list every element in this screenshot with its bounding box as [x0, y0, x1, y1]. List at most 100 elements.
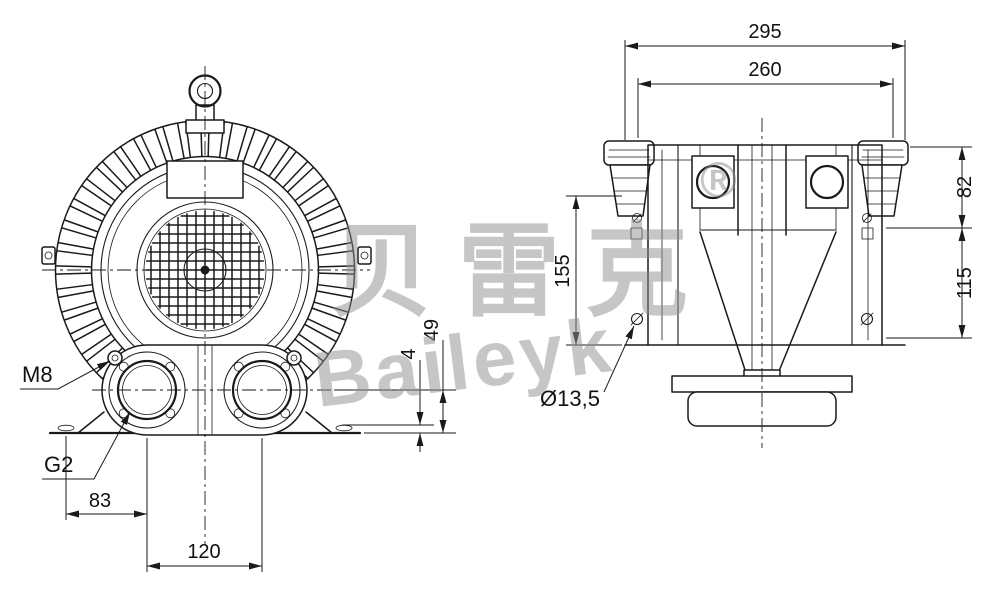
port-pocket-right [805, 155, 849, 209]
fin-line [242, 128, 256, 164]
foot-slot-right [335, 424, 353, 432]
dim-120-text: 120 [187, 541, 220, 563]
fin-line [282, 160, 309, 188]
watermark-registered-mark: ® [700, 152, 737, 208]
front-view-dimensions: M8 G2 83 120 4 49 [20, 319, 456, 572]
muffler-cap-left-top [603, 140, 655, 166]
screw-slot-line [862, 213, 872, 223]
fin-line [316, 241, 353, 250]
fin-line [268, 146, 290, 177]
fin-line [113, 151, 137, 181]
fin-line [273, 151, 297, 181]
fin-line [154, 128, 168, 164]
g2-label: G2 [44, 452, 73, 477]
fin-line [316, 290, 353, 299]
fin-line [298, 333, 329, 355]
port-opening-right [809, 164, 845, 200]
fin-line [313, 301, 349, 313]
fin-line [57, 290, 94, 299]
foot-hole-slash [630, 312, 644, 326]
fin-line [120, 146, 142, 177]
fin-line [57, 241, 94, 250]
fin-line [176, 122, 185, 159]
m8-leader-line [20, 360, 111, 390]
muffler-cap-left-body [609, 164, 651, 217]
m8-boss-left [107, 350, 123, 366]
fin-line [101, 160, 128, 188]
fin-line [317, 283, 354, 290]
fin-line [73, 323, 106, 343]
dim-49-text: 49 [421, 319, 443, 341]
port-thread-circle [231, 359, 293, 421]
fin-line [56, 250, 93, 257]
fin-line [287, 166, 315, 193]
fin-line [61, 227, 97, 239]
dim-4-text: 4 [398, 348, 420, 359]
fin-line [313, 227, 349, 239]
funnel-right-edge [776, 231, 837, 377]
dim-260-text: 260 [748, 59, 781, 81]
fin-line [311, 219, 347, 233]
fin-line [55, 272, 92, 275]
fin-line [318, 265, 355, 268]
fin-line [225, 122, 234, 159]
watermark-chinese-text: 贝雷克 [330, 215, 714, 329]
screw-head [862, 213, 872, 223]
dim-83-text: 83 [89, 490, 111, 512]
port-bolt-hole [118, 361, 129, 372]
dim-155-text: 155 [552, 254, 574, 287]
dim-115-text: 115 [954, 267, 976, 299]
dim-295-text: 295 [748, 21, 781, 43]
foot-hole-right [860, 312, 874, 326]
fin-line [294, 338, 324, 362]
fin-line [81, 185, 112, 207]
side-tab-right-hole [360, 251, 369, 260]
port-opening-left [695, 164, 731, 200]
fin-line [294, 178, 324, 202]
fin-line [63, 219, 99, 233]
fin-line [86, 178, 116, 202]
fin-line [304, 197, 337, 217]
fin-line [258, 138, 278, 171]
port-bolt-hole [165, 408, 176, 419]
port-bolt-hole [165, 361, 176, 372]
screw-head [632, 213, 642, 223]
fin-line [55, 265, 92, 268]
m8-label: M8 [22, 362, 53, 387]
fin-line [307, 318, 341, 335]
port-bolt-hole [233, 361, 244, 372]
hole-diameter-label: Ø13,5 [540, 386, 600, 411]
fin-line [236, 126, 248, 162]
fin-line [253, 134, 270, 168]
fin-line [132, 138, 152, 171]
port-bolt-hole [280, 408, 291, 419]
fin-line [311, 307, 347, 321]
front-view [41, 66, 372, 545]
fin-line [56, 283, 93, 290]
fin-line [95, 166, 123, 193]
funnel-left-edge [699, 231, 748, 377]
fin-line [86, 338, 116, 362]
blower-body-outline [647, 144, 883, 346]
fin-line [69, 318, 103, 335]
port-bolt-hole [280, 361, 291, 372]
screw-plate [861, 227, 874, 240]
hole-diameter-leader [603, 325, 635, 393]
fin-line [307, 205, 341, 222]
fin-line [63, 307, 99, 321]
fin-line [317, 250, 354, 257]
screw-plate [630, 227, 643, 240]
fin-line [69, 205, 103, 222]
fin-line [318, 272, 355, 275]
side-tab-left [41, 246, 56, 265]
foot-slot-left [57, 424, 75, 432]
side-tab-right [357, 246, 372, 265]
fin-line [162, 126, 174, 162]
fin-line [73, 197, 106, 217]
port-pocket-left [691, 155, 735, 209]
foot-hole-left [630, 312, 644, 326]
m8-boss-right [286, 350, 302, 366]
fin-line [304, 323, 337, 343]
